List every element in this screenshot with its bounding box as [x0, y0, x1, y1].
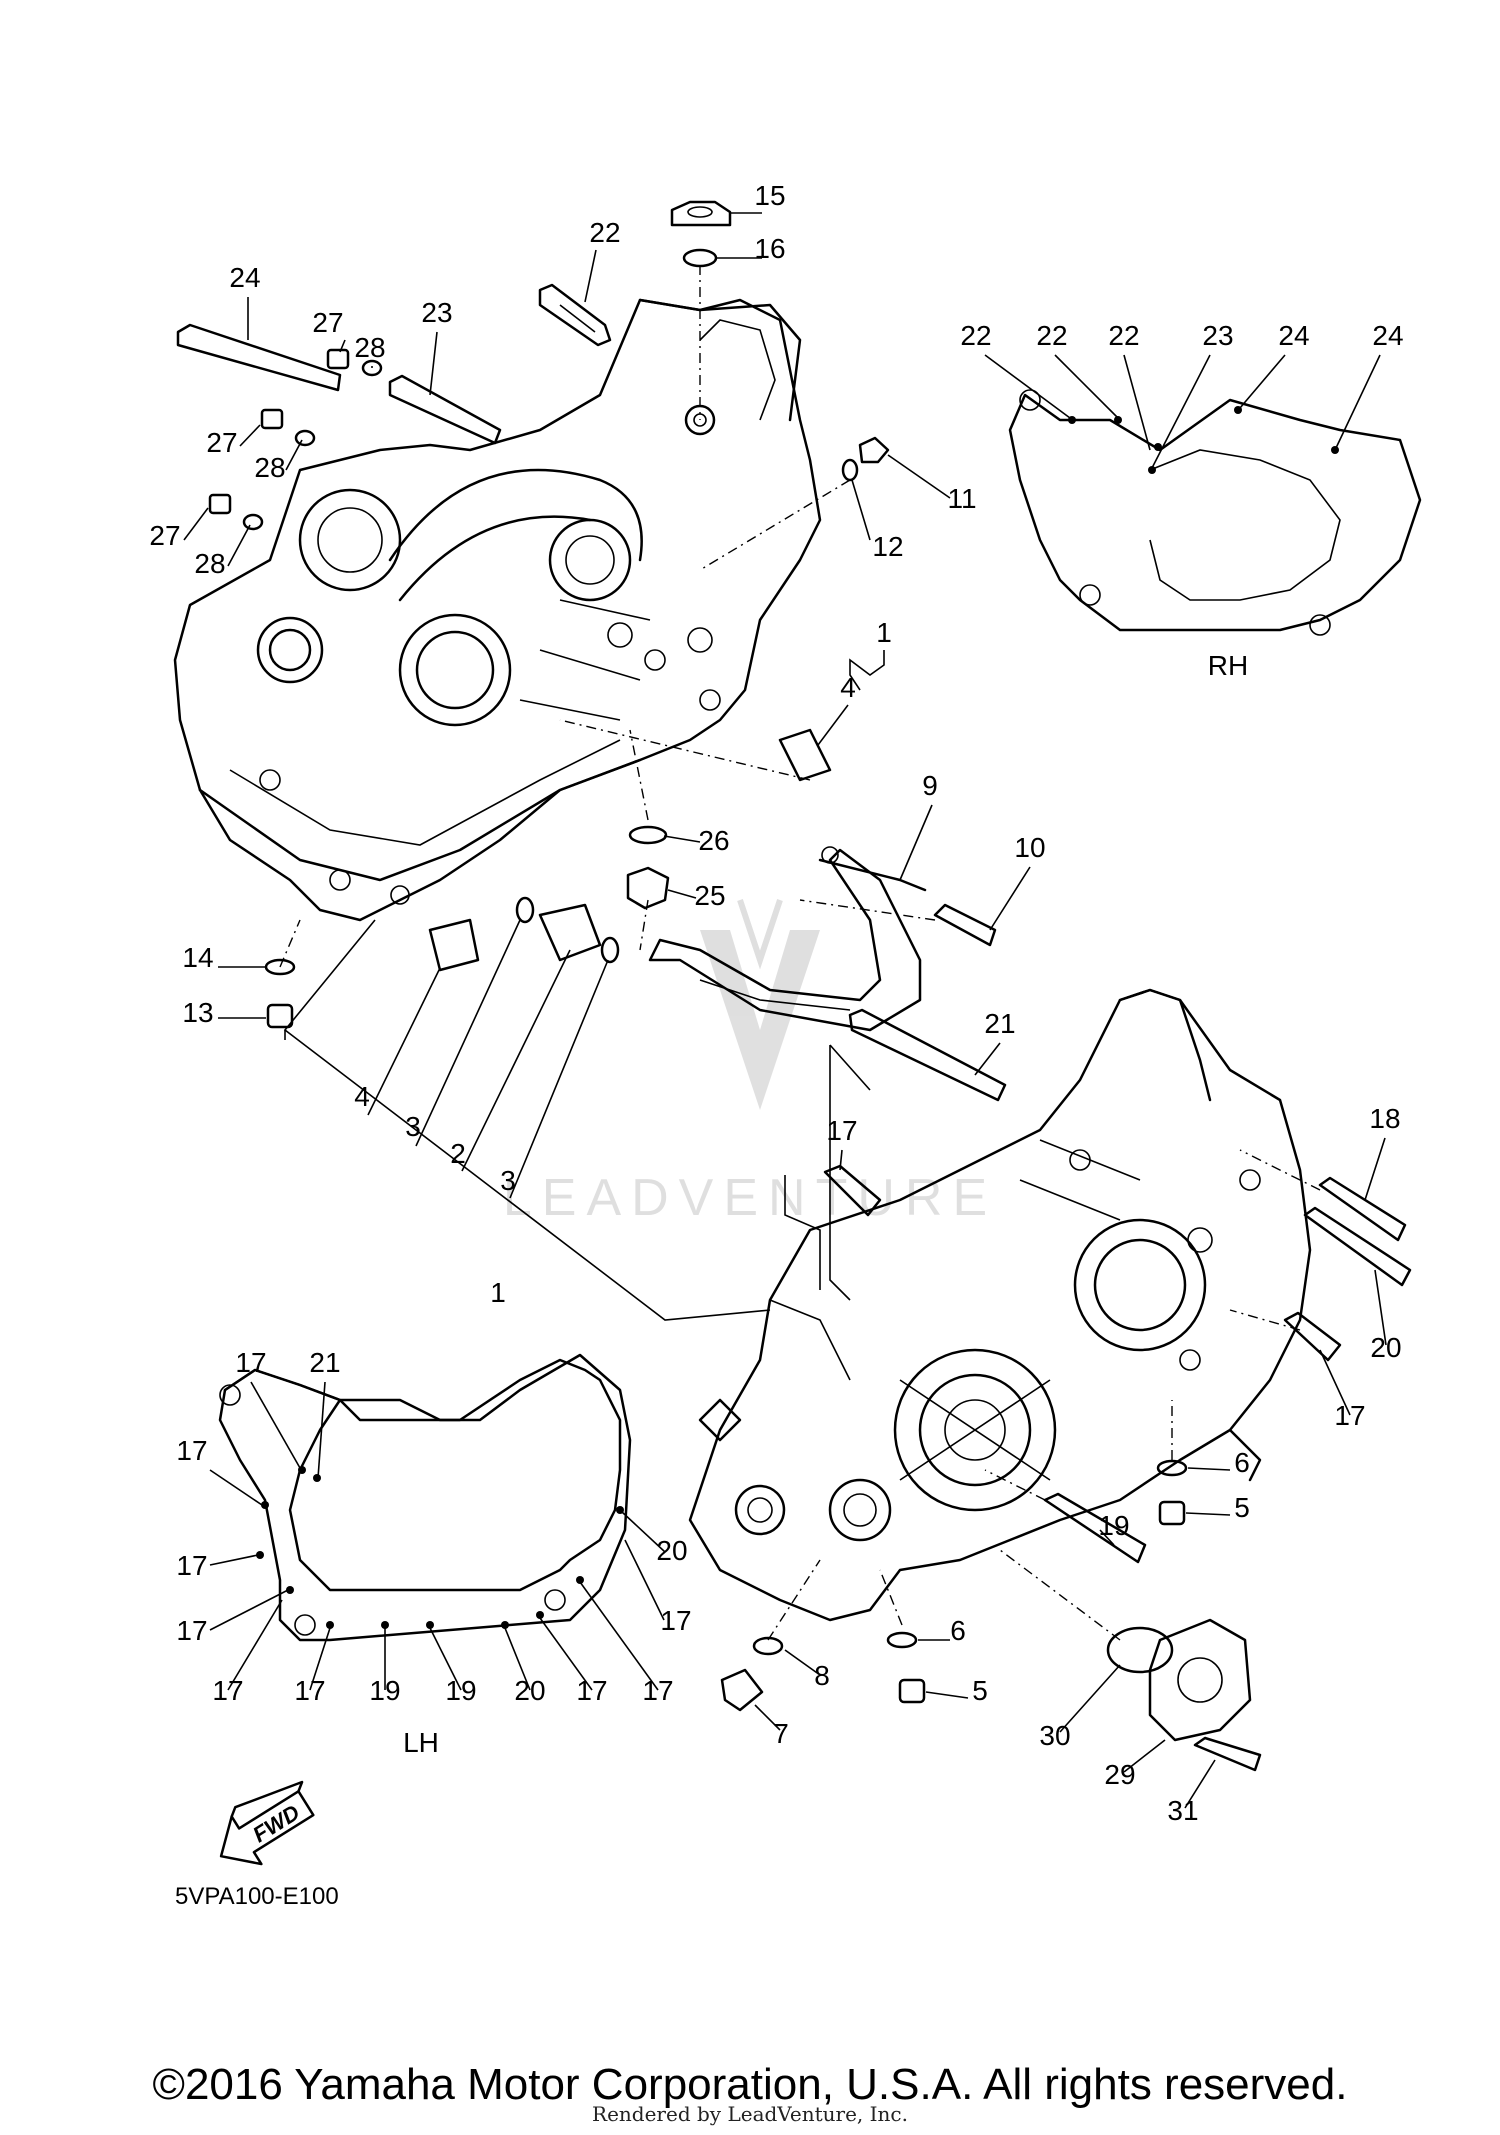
- rh-bolt-holes: [1068, 406, 1339, 474]
- diagram-code: 5VPA100-E100: [175, 1883, 339, 1910]
- callout-24: 24: [1372, 320, 1403, 351]
- callout-28: 28: [194, 548, 225, 579]
- callout-23: 23: [1202, 320, 1233, 351]
- callout-22: 22: [1036, 320, 1067, 351]
- callout-17: 17: [176, 1435, 207, 1466]
- callout-20: 20: [1370, 1332, 1401, 1363]
- callout-27: 27: [149, 520, 180, 551]
- callout-17: 17: [176, 1550, 207, 1581]
- lh-label: LH: [403, 1727, 439, 1758]
- callout-24: 24: [229, 262, 260, 293]
- callout-31: 31: [1167, 1795, 1198, 1826]
- callout-22: 22: [589, 217, 620, 248]
- callout-17: 17: [212, 1675, 243, 1706]
- callout-17: 17: [660, 1605, 691, 1636]
- lh-case-outline: LH: [218, 1353, 632, 1758]
- callout-28: 28: [254, 452, 285, 483]
- callout-27: 27: [206, 427, 237, 458]
- callout-13: 13: [182, 997, 213, 1028]
- callout-28: 28: [354, 332, 385, 363]
- callout-20: 20: [656, 1535, 687, 1566]
- callout-3: 3: [405, 1111, 421, 1142]
- callout-6: 6: [1234, 1447, 1250, 1478]
- callout-17: 17: [1334, 1400, 1365, 1431]
- callout-11: 11: [947, 483, 976, 514]
- callout-2: 2: [450, 1138, 466, 1169]
- callout-1: 1: [490, 1277, 506, 1308]
- small-parts: [176, 200, 1412, 1772]
- watermark-text: LEADVENTURE: [503, 1169, 997, 1227]
- callout-19: 19: [445, 1675, 476, 1706]
- callout-5: 5: [1234, 1492, 1250, 1523]
- callout-24: 24: [1278, 320, 1309, 351]
- callout-17: 17: [826, 1115, 857, 1146]
- callout-4: 4: [354, 1081, 370, 1112]
- copyright-notice: ©2016 Yamaha Motor Corporation, U.S.A. A…: [152, 2060, 1348, 2109]
- lh-bolt-holes: [256, 1466, 624, 1629]
- dash-center-lines: [279, 265, 1321, 1641]
- leader-lines: [183, 212, 1387, 1809]
- callout-21: 21: [984, 1008, 1015, 1039]
- callout-8: 8: [814, 1660, 830, 1691]
- callout-6: 6: [950, 1615, 966, 1646]
- callout-22: 22: [1108, 320, 1139, 351]
- callout-20: 20: [514, 1675, 545, 1706]
- callout-21: 21: [309, 1347, 340, 1378]
- callout-3: 3: [500, 1165, 516, 1196]
- rh-label: RH: [1208, 650, 1248, 681]
- callout-23: 23: [421, 297, 452, 328]
- callout-26: 26: [698, 825, 729, 856]
- callout-4: 4: [840, 672, 856, 703]
- callout-19: 19: [369, 1675, 400, 1706]
- callout-16: 16: [754, 233, 785, 264]
- callout-7: 7: [773, 1718, 789, 1749]
- callout-17: 17: [176, 1615, 207, 1646]
- callout-18: 18: [1369, 1103, 1400, 1134]
- callout-30: 30: [1039, 1720, 1070, 1751]
- callout-14: 14: [182, 942, 213, 973]
- callout-17: 17: [294, 1675, 325, 1706]
- callout-17: 17: [235, 1347, 266, 1378]
- callout-22: 22: [960, 320, 991, 351]
- callout-15: 15: [754, 180, 785, 211]
- callout-1: 1: [876, 617, 892, 648]
- rendered-by-notice: Rendered by LeadVenture, Inc.: [592, 2102, 908, 2126]
- callout-10: 10: [1014, 832, 1045, 863]
- fwd-arrow-icon: FWD: [219, 1780, 315, 1866]
- fwd-label: FWD: [248, 1800, 304, 1848]
- crankcase-right-half: [688, 988, 1312, 1622]
- callout-17: 17: [576, 1675, 607, 1706]
- callout-12: 12: [872, 531, 903, 562]
- callout-29: 29: [1104, 1759, 1135, 1790]
- callout-9: 9: [922, 770, 938, 801]
- callout-25: 25: [694, 880, 725, 911]
- callout-27: 27: [312, 307, 343, 338]
- callout-19: 19: [1098, 1510, 1129, 1541]
- crankcase-left-half: [173, 298, 822, 922]
- callout-17: 17: [642, 1675, 673, 1706]
- callout-5: 5: [972, 1675, 988, 1706]
- rh-case-outline: RH: [1008, 389, 1422, 681]
